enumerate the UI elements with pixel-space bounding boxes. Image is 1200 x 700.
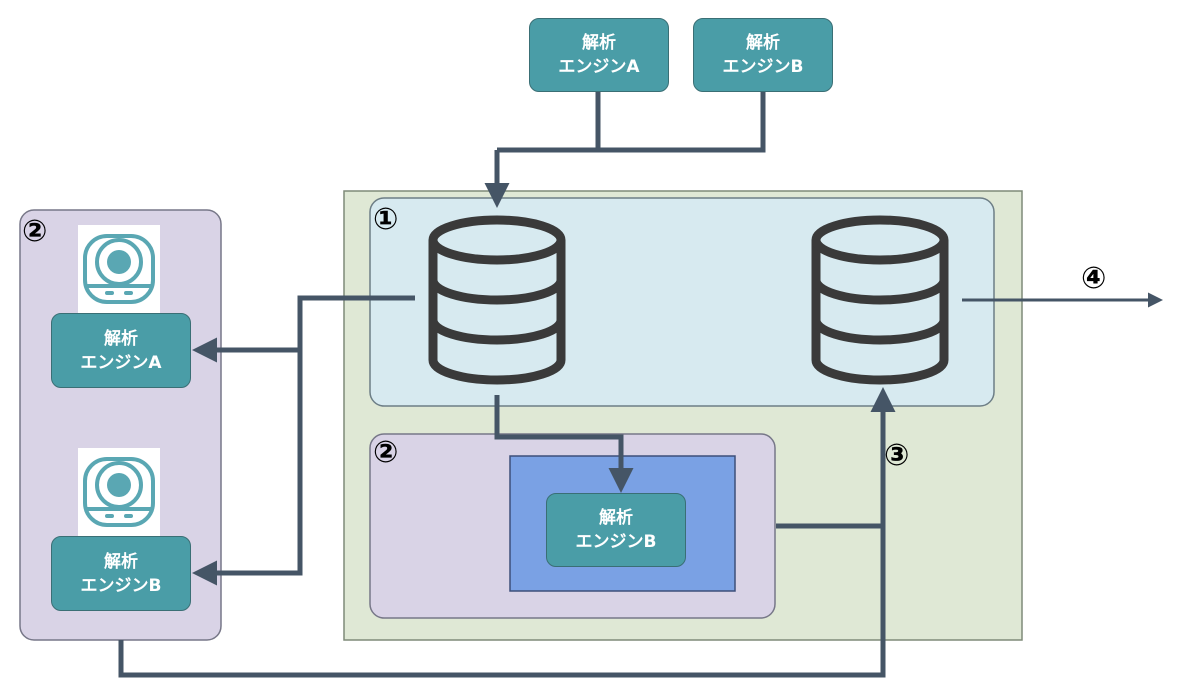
camera-icon bbox=[83, 457, 155, 527]
storage-region bbox=[369, 197, 995, 407]
engine-line2: エンジンA bbox=[558, 57, 640, 77]
database-icon bbox=[811, 215, 949, 385]
analysis-engine-b-top: 解析 エンジンB bbox=[693, 18, 833, 92]
analysis-engine-b-left: 解析 エンジンB bbox=[51, 536, 191, 611]
engine-line1: 解析 bbox=[746, 33, 780, 53]
engine-line1: 解析 bbox=[104, 328, 138, 349]
engine-line2: エンジンB bbox=[575, 532, 657, 552]
return-path-arrow bbox=[118, 387, 896, 678]
marker-left-device-region: ② bbox=[22, 214, 48, 249]
engine-line2: エンジンB bbox=[722, 57, 804, 77]
engine-line2: エンジンA bbox=[80, 352, 162, 373]
marker-output: ④ bbox=[1081, 261, 1107, 296]
analysis-engine-b-inner: 解析 エンジンB bbox=[546, 493, 686, 567]
database-icon bbox=[428, 215, 566, 385]
to-left-engine-b-arrow bbox=[192, 350, 303, 586]
engine-line1: 解析 bbox=[599, 508, 633, 528]
camera-icon bbox=[83, 234, 155, 304]
engine-line1: 解析 bbox=[582, 33, 616, 53]
engine-line1: 解析 bbox=[104, 551, 138, 572]
engine-line2: エンジンB bbox=[80, 575, 162, 596]
analysis-engine-a-left: 解析 エンジンA bbox=[51, 313, 191, 388]
analysis-engine-a-top: 解析 エンジンA bbox=[529, 18, 669, 92]
top-engine-b-connector bbox=[497, 92, 766, 153]
marker-return-path: ③ bbox=[884, 438, 910, 473]
db-to-left-engines-connector bbox=[297, 295, 415, 350]
marker-storage-region: ① bbox=[373, 202, 399, 237]
marker-inner-processing-region: ② bbox=[373, 435, 399, 470]
db-to-inner-engine-arrow bbox=[494, 395, 634, 493]
